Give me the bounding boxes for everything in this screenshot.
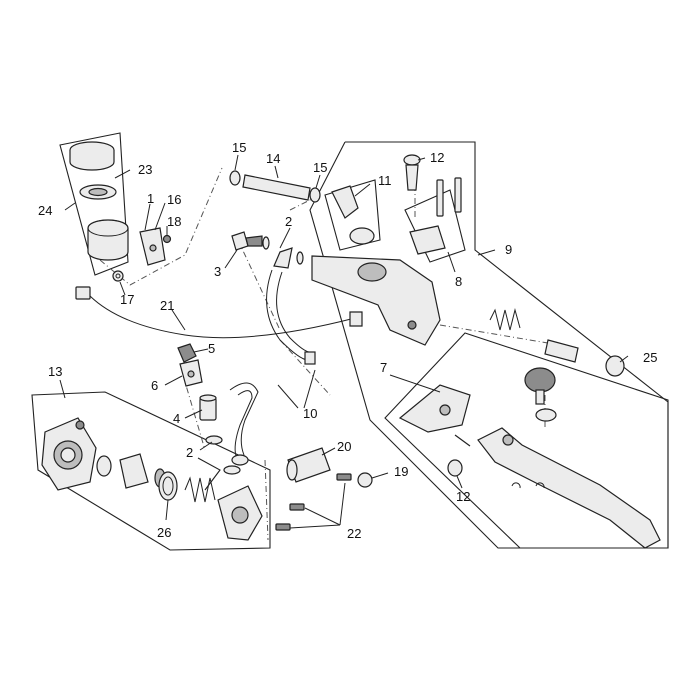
bleed-valve: [179, 359, 203, 387]
fluid-reservoir: [87, 219, 129, 261]
screws-22: [275, 473, 352, 531]
callout-11: 11: [378, 173, 392, 188]
hose-subgroup-frame: [197, 457, 221, 491]
callout-10: 10: [303, 406, 317, 421]
pivot-spring: [454, 434, 471, 447]
callout-8: 8: [455, 274, 462, 289]
bushing-25: [605, 355, 625, 377]
callout-5: 5: [208, 341, 215, 356]
callout-19: 19: [394, 464, 408, 479]
callout-24: 24: [38, 203, 52, 218]
caliper-group-frame: [31, 391, 271, 551]
banjo-fitting-11: [331, 185, 375, 245]
callout-15-left: 15: [232, 140, 246, 155]
centerline-a: [99, 167, 223, 286]
callout-6: 6: [151, 378, 158, 393]
dust-cap-19: [357, 472, 373, 488]
cap-diaphragm: [79, 184, 117, 200]
bracket-nut: [112, 270, 124, 282]
brake-hose: [266, 247, 316, 365]
callout-9: 9: [505, 242, 512, 257]
callout-13: 13: [48, 364, 62, 379]
slave-cylinder-cover: [217, 485, 263, 541]
callout-26: 26: [157, 525, 171, 540]
switch-bracket-8: [409, 225, 446, 255]
clamp-right: [309, 187, 321, 203]
callout-14: 14: [266, 151, 280, 166]
bracket-screw: [162, 234, 172, 244]
callout-2-lower: 2: [186, 445, 193, 460]
adjuster-pin: [544, 339, 579, 363]
master-cylinder-body: [311, 255, 441, 346]
callout-22: 22: [347, 526, 361, 541]
banjo-subgroup-frame: [324, 179, 381, 251]
slave-cylinder-body: [41, 417, 97, 491]
bleed-cap: [177, 343, 197, 363]
callout-16: 16: [167, 192, 181, 207]
callout-18: 18: [167, 214, 181, 229]
callout-23: 23: [138, 162, 152, 177]
reservoir-group-frame: [59, 132, 129, 276]
piston-seals: [96, 453, 166, 489]
sealing-washers-lower: [205, 435, 241, 475]
callout-21: 21: [160, 298, 174, 313]
bolts-pair: [436, 177, 462, 217]
callout-1: 1: [147, 191, 154, 206]
hose-pipe-lower: [229, 382, 259, 466]
reservoir-bracket: [139, 227, 166, 266]
callout-12-upper: 12: [430, 150, 444, 165]
adjuster-spring: [489, 308, 521, 331]
sealing-washers-upper: [262, 236, 304, 265]
callout-4: 4: [173, 411, 180, 426]
callout-17: 17: [120, 292, 134, 307]
adapter-fitting: [199, 394, 217, 421]
adjuster-bolt-12: [403, 154, 421, 191]
callout-7: 7: [380, 360, 387, 375]
clamp-left: [229, 170, 241, 186]
pivot-bushing-12: [447, 459, 463, 477]
callout-3: 3: [214, 264, 221, 279]
brake-light-switch-cable: [75, 286, 363, 339]
callout-15-right: 15: [313, 160, 327, 175]
banjo-bolt: [231, 231, 263, 251]
callout-2-upper: 2: [285, 214, 292, 229]
pushrod: [286, 447, 331, 483]
callout-25: 25: [643, 350, 657, 365]
centerline-d: [182, 374, 206, 451]
centerline-b: [237, 239, 281, 331]
centerline-e: [264, 459, 269, 541]
leader-lines: [59, 154, 629, 529]
callout-12-lower: 12: [456, 489, 470, 504]
callout-20: 20: [337, 439, 351, 454]
piston-ring-26: [158, 471, 178, 501]
centerline-c: [279, 339, 331, 396]
reservoir-cap: [69, 141, 115, 171]
clutch-lever: [477, 427, 661, 549]
feed-hose: [242, 174, 311, 201]
circlips: [511, 482, 545, 489]
return-spring: [184, 476, 216, 503]
adjuster-knob: [524, 367, 557, 422]
lever-subgroup-frame: [384, 332, 669, 549]
pivot-bracket-7: [398, 384, 471, 433]
